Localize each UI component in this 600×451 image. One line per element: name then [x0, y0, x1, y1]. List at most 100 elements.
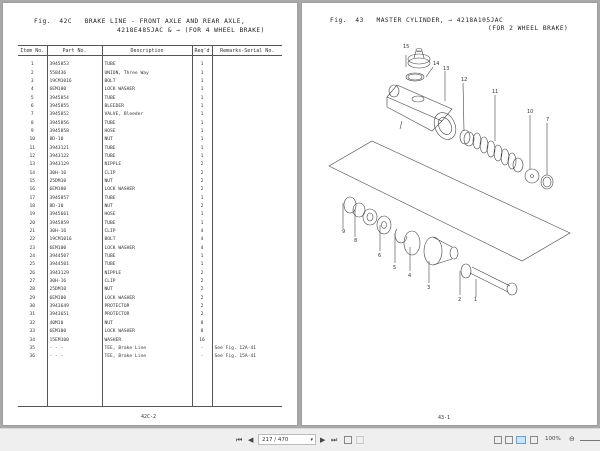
- single-page-view-icon[interactable]: [494, 436, 502, 444]
- cell-item-no: 27: [29, 279, 36, 285]
- cell-remarks: [211, 310, 282, 320]
- col-reqd: Req'd: [191, 45, 212, 56]
- cell-qty-reqd: 2: [191, 160, 212, 169]
- callout-6: 6: [378, 253, 381, 259]
- cell-part-no: - - -: [46, 352, 102, 361]
- cell-item-no: 32: [29, 320, 36, 326]
- boot-part-3: [423, 236, 459, 266]
- cell-item-no: 31: [29, 312, 36, 318]
- zoom-slider[interactable]: [580, 440, 600, 441]
- cell-remarks: See Fig. 15A-41: [211, 352, 282, 361]
- cap-part-15: [407, 48, 431, 69]
- cell-qty-reqd: 1: [191, 85, 212, 94]
- cell-remarks: [211, 227, 282, 236]
- cell-description: LOCK WASHER: [101, 327, 192, 336]
- next-page-icon[interactable]: ▶: [320, 436, 326, 444]
- cell-remarks: [211, 168, 282, 178]
- last-page-icon[interactable]: ⏭: [331, 436, 338, 444]
- two-page-view-icon[interactable]: [516, 436, 526, 444]
- cell-remarks: [211, 327, 282, 336]
- cell-part-no: 25DM10: [46, 285, 102, 295]
- cell-item-no: 10: [29, 137, 36, 143]
- cell-item-no: 23: [29, 245, 36, 251]
- cell-description: BOLT: [101, 235, 192, 245]
- cell-remarks: [211, 110, 282, 119]
- cell-remarks: [211, 285, 282, 295]
- cell-description: TEE, Brake Line: [101, 352, 192, 361]
- cell-item-no: 3: [30, 78, 34, 84]
- figure-title: Fig. 43 MASTER CYLINDER, → 4218A105JAC: [330, 17, 504, 24]
- cell-item-no: 12: [29, 153, 36, 159]
- cell-remarks: [211, 302, 282, 311]
- cell-description: LOCK WASHER: [101, 185, 192, 194]
- previous-view-icon[interactable]: [344, 436, 352, 444]
- master-cylinder-exploded-diagram: 15 14 13 12 11 10 7 9 8 6 5 4 3 2 1: [328, 44, 571, 303]
- cell-remarks: [211, 143, 282, 153]
- cell-description: CLIP: [101, 277, 192, 286]
- cell-item-no: 15: [29, 178, 36, 184]
- cell-item-no: 8: [30, 120, 34, 126]
- cell-item-no: 28: [29, 287, 36, 293]
- cell-qty-reqd: 1: [191, 93, 212, 103]
- cell-qty-reqd: 2: [191, 269, 212, 278]
- cell-remarks: [211, 152, 282, 161]
- two-page-continuous-icon[interactable]: [530, 436, 538, 444]
- cell-part-no: 6EM100: [46, 185, 102, 194]
- cell-qty-reqd: 1: [191, 118, 212, 128]
- cell-description: TUBE: [101, 60, 192, 69]
- cell-part-no: 8D-10: [46, 135, 102, 144]
- next-view-icon[interactable]: [356, 436, 364, 444]
- cell-description: CLIP: [101, 168, 192, 178]
- zoom-out-icon[interactable]: ⊖: [569, 435, 575, 443]
- callout-2: 2: [458, 297, 461, 303]
- cell-qty-reqd: 1: [191, 143, 212, 153]
- callout-7: 7: [546, 117, 549, 123]
- cell-remarks: [211, 127, 282, 136]
- cell-part-no: 3943651: [46, 310, 102, 320]
- page-number-input[interactable]: 217 / 470 ▾: [258, 434, 316, 445]
- cell-description: TUBE: [101, 252, 192, 261]
- cell-part-no: 3945854: [46, 93, 102, 103]
- cell-remarks: [211, 102, 282, 111]
- cell-item-no: 20: [29, 220, 36, 226]
- spacer-row: [18, 55, 282, 61]
- first-page-icon[interactable]: ⏮: [236, 436, 243, 444]
- parts-table: Item No. Part No. Description Req'd Rema…: [18, 45, 282, 408]
- cell-remarks: [211, 177, 282, 186]
- callout-5: 5: [393, 265, 396, 271]
- cell-remarks: [211, 252, 282, 261]
- previous-page-icon[interactable]: ◀: [248, 436, 254, 444]
- zoom-level[interactable]: 100%: [545, 436, 561, 442]
- chevron-down-icon[interactable]: ▾: [310, 437, 313, 443]
- table-row: 36- - -TEE, Brake Line-See Fig. 15A-41: [18, 352, 282, 361]
- document-viewport[interactable]: Fig. 42C BRAKE LINE - FRONT AXLE AND REA…: [0, 0, 600, 428]
- callout-11: 11: [492, 89, 498, 95]
- col-item-no: Item No.: [18, 45, 47, 56]
- cell-part-no: 3943649: [46, 302, 102, 311]
- cell-description: NIPPLE: [101, 269, 192, 278]
- single-page-continuous-icon[interactable]: [505, 436, 513, 444]
- col-remarks: Remarks-Serial No.: [211, 45, 282, 56]
- cell-part-no: 8D-10: [46, 202, 102, 211]
- callout-4: 4: [408, 273, 411, 279]
- cell-qty-reqd: 1: [191, 260, 212, 270]
- cell-remarks: [211, 219, 282, 228]
- cell-item-no: 19: [29, 212, 36, 218]
- cell-qty-reqd: 16: [191, 335, 212, 345]
- cell-part-no: 3943129: [46, 160, 102, 169]
- bottom-toolbar: ⏮ ◀ 217 / 470 ▾ ▶ ⏭ 100% ⊖: [0, 428, 600, 451]
- cell-description: TUBE: [101, 194, 192, 203]
- cell-description: NUT: [101, 285, 192, 295]
